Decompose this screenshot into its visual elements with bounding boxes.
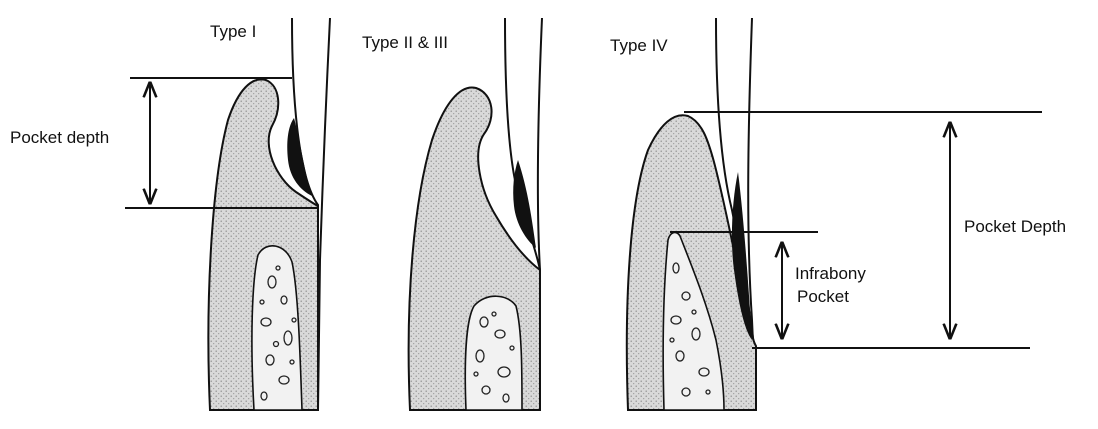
infrabony-label-line1: Infrabony bbox=[795, 264, 866, 284]
type2-3-title: Type II & III bbox=[362, 33, 448, 53]
infrabony-label-line2: Pocket bbox=[797, 287, 849, 307]
type2-bone bbox=[465, 296, 522, 410]
type1-calculus bbox=[287, 118, 312, 196]
type1-tooth-outer bbox=[318, 18, 330, 410]
type1-title: Type I bbox=[210, 22, 256, 42]
pocket-depth-label-left: Pocket depth bbox=[10, 128, 109, 148]
type1-figure bbox=[125, 18, 330, 410]
pocket-depth-label-right: Pocket Depth bbox=[964, 217, 1066, 237]
type4-title: Type IV bbox=[610, 36, 668, 56]
type2-3-figure bbox=[409, 18, 542, 410]
type2-calculus bbox=[513, 160, 536, 248]
type4-figure bbox=[627, 18, 1042, 410]
